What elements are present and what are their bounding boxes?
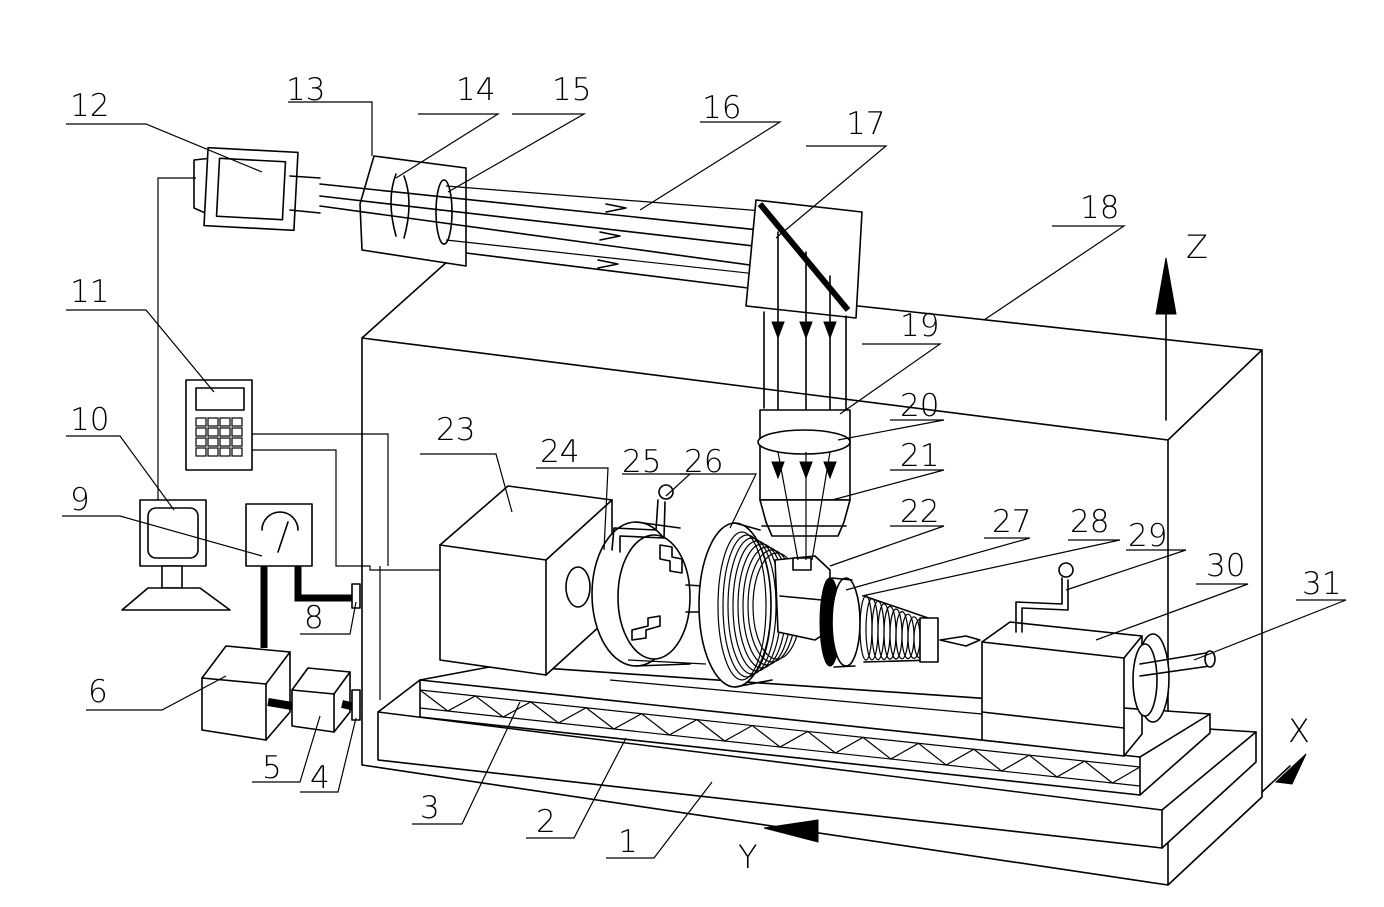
label-14: 14 <box>456 72 495 108</box>
keypad-key <box>207 437 219 447</box>
thread-ring <box>717 531 767 681</box>
keypad-key <box>195 437 207 447</box>
controller-11 <box>185 379 253 471</box>
label-18: 18 <box>1080 190 1119 226</box>
guide-rail <box>419 664 1211 796</box>
coupling-6-5 <box>267 698 293 710</box>
label-28: 28 <box>1070 504 1109 540</box>
keypad-key <box>207 427 219 437</box>
label-6: 6 <box>88 674 108 710</box>
label-13: 13 <box>286 72 325 108</box>
label-2: 2 <box>536 804 556 840</box>
control-unit-5 <box>291 667 351 733</box>
y-axis-arrow <box>763 819 819 843</box>
axis-label-z: Z <box>1186 228 1208 266</box>
keypad-key <box>219 417 231 427</box>
label-1: 1 <box>618 824 638 860</box>
label-22: 22 <box>900 494 939 530</box>
leader-lines <box>62 101 1347 859</box>
x-axis-arrow <box>1261 753 1307 793</box>
keypad-key <box>195 417 207 427</box>
keypad-key <box>207 417 219 427</box>
reference-numerals: 12 13 14 15 16 17 18 11 19 20 10 23 21 2… <box>70 72 1341 860</box>
focusing-lens-barrel <box>757 409 851 561</box>
keypad-key <box>219 437 231 447</box>
keypad-key <box>231 437 243 447</box>
label-8: 8 <box>304 600 324 636</box>
signal-wires <box>157 177 440 700</box>
label-27: 27 <box>992 504 1031 540</box>
keypad-key <box>219 447 231 457</box>
label-24: 24 <box>540 434 579 470</box>
label-10: 10 <box>70 402 109 438</box>
thread-ring <box>727 537 777 675</box>
chuck-lever <box>611 484 674 553</box>
monitor-10 <box>121 499 231 611</box>
keypad-key <box>231 427 243 437</box>
keypad-key <box>195 447 207 457</box>
label-5: 5 <box>262 750 282 786</box>
control-unit-6 <box>201 645 291 741</box>
connector-4 <box>351 689 361 721</box>
keypad-key <box>207 447 219 457</box>
label-11: 11 <box>70 274 109 310</box>
keypad-key <box>195 427 207 437</box>
connector-8 <box>351 583 361 609</box>
laser-beams <box>319 183 831 283</box>
label-31: 31 <box>1302 566 1341 602</box>
label-25: 25 <box>622 444 661 480</box>
axis-label-x: X <box>1288 712 1310 750</box>
label-15: 15 <box>552 72 591 108</box>
label-20: 20 <box>900 388 939 424</box>
threaded-shaft <box>859 595 939 663</box>
keypad-key <box>219 427 231 437</box>
slide-rod-lower <box>609 679 983 715</box>
laser-source <box>193 146 321 232</box>
label-9: 9 <box>70 482 90 518</box>
z-axis-arrow <box>1155 257 1177 421</box>
label-23: 23 <box>436 412 475 448</box>
label-29: 29 <box>1128 518 1167 554</box>
control-unit-9 <box>245 503 356 648</box>
label-4: 4 <box>310 760 330 796</box>
axis-label-y: Y <box>738 838 758 876</box>
tailstock <box>939 562 1216 757</box>
label-16: 16 <box>702 90 741 126</box>
spindle-headstock <box>439 485 613 676</box>
slide-rod-upper <box>627 659 707 665</box>
chuck <box>565 521 691 667</box>
label-17: 17 <box>846 106 885 142</box>
keypad-key <box>231 417 243 427</box>
keypad-key <box>231 447 243 457</box>
label-19: 19 <box>900 308 939 344</box>
label-12: 12 <box>70 88 109 124</box>
thread-ring <box>722 534 772 678</box>
dark-ring <box>819 577 861 668</box>
label-26: 26 <box>684 444 723 480</box>
axis-labels: Z X Y <box>738 228 1310 876</box>
label-30: 30 <box>1206 548 1245 584</box>
label-3: 3 <box>420 790 440 826</box>
label-21: 21 <box>900 438 939 474</box>
clamp-ring <box>774 555 831 641</box>
mirror-housing <box>745 199 863 319</box>
